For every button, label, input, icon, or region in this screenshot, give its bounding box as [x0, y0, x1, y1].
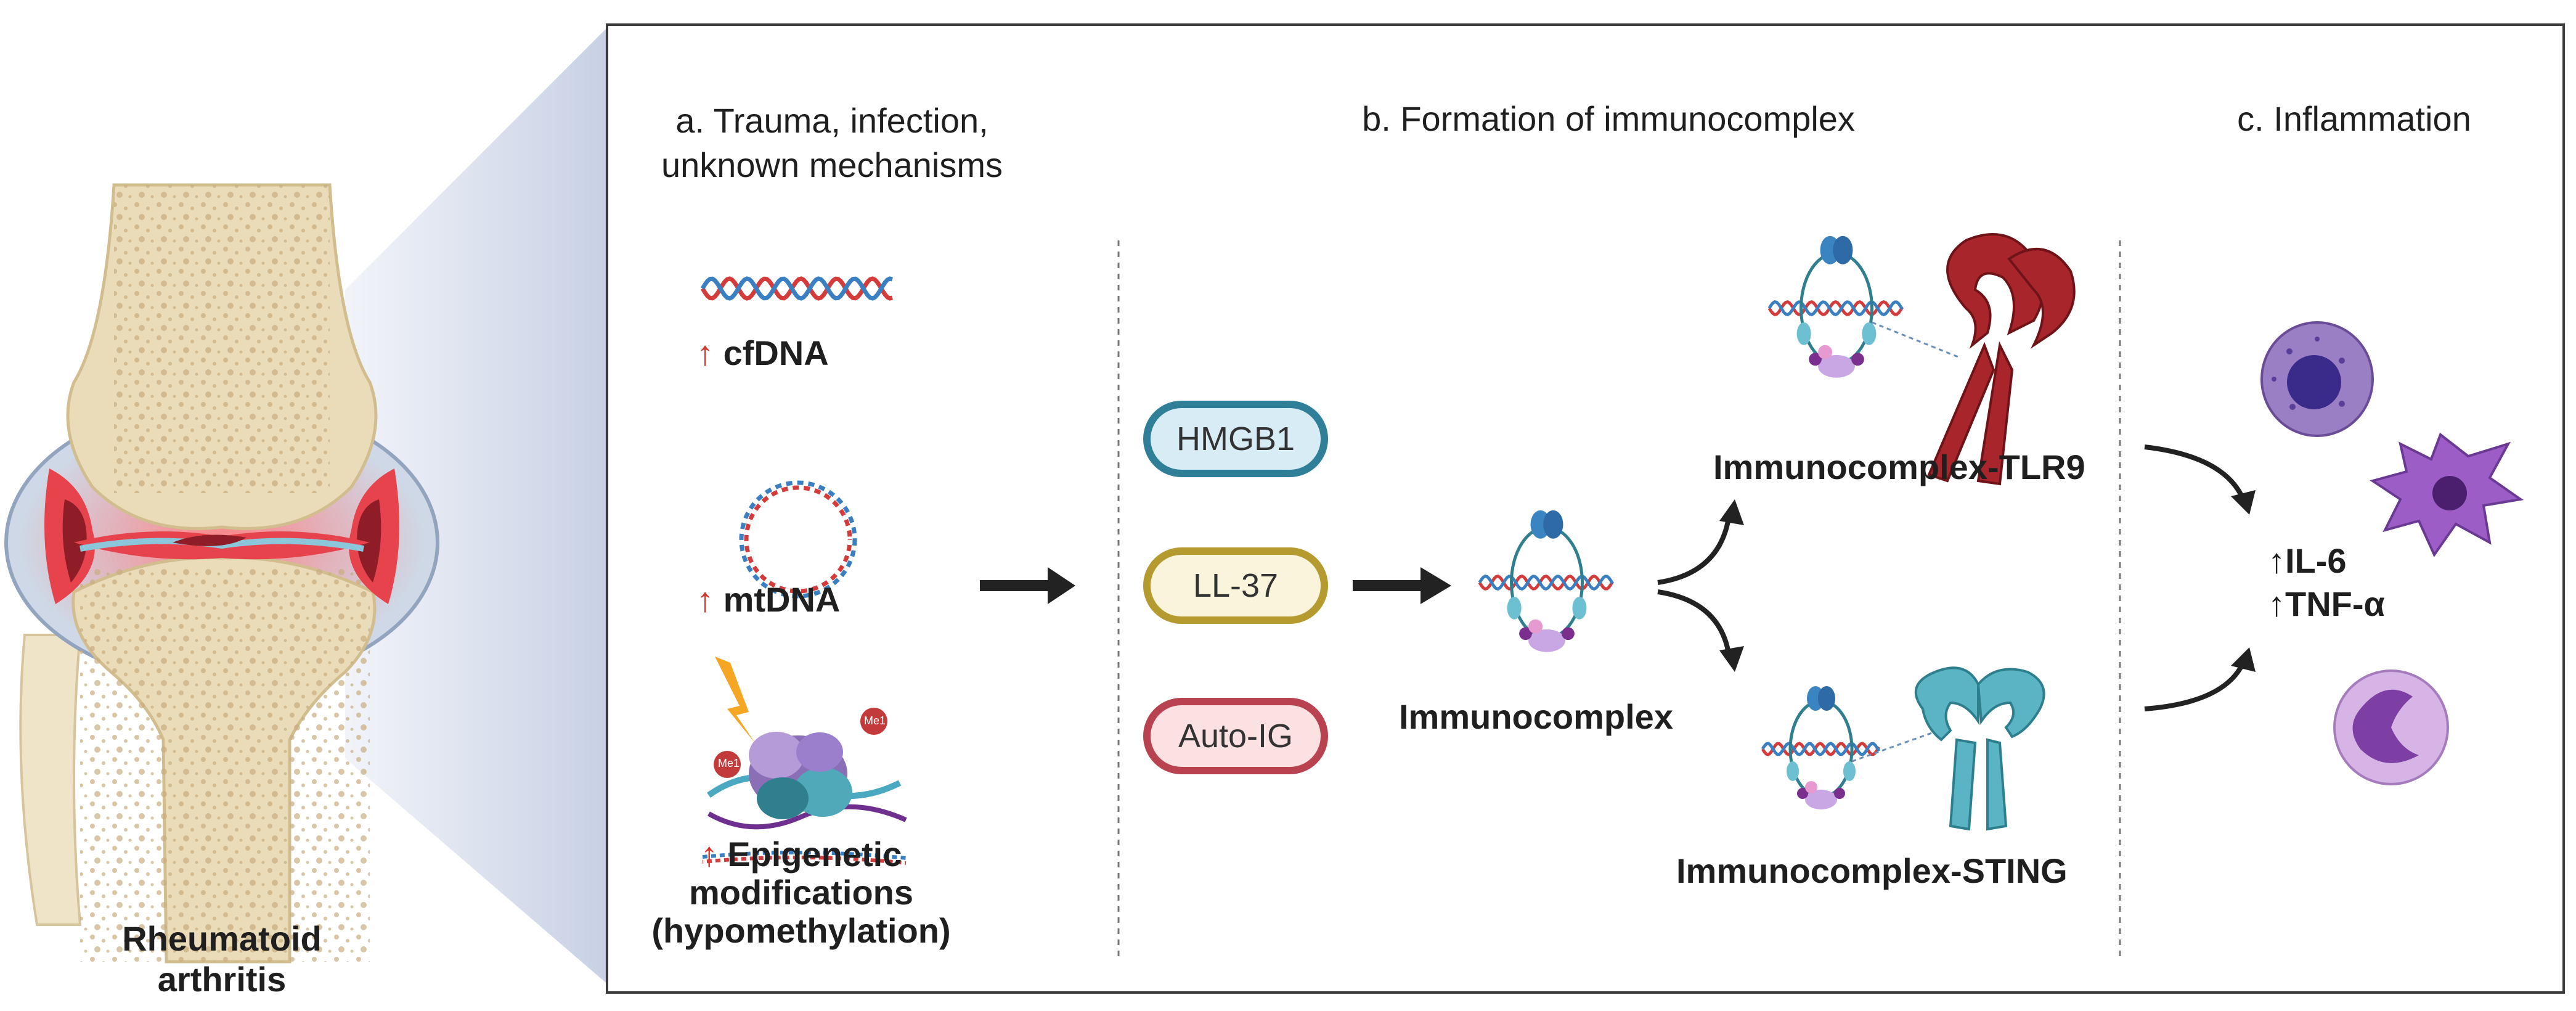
- immunocomplex-tlr9-dna-blue: [1767, 300, 1904, 316]
- arrow-to-sting-head: [1719, 646, 1744, 672]
- arrow-pills-to-complex: [1353, 567, 1451, 604]
- dendritic-cell: [2370, 432, 2524, 558]
- epigenetic-line1: Epigenetic: [727, 835, 902, 874]
- immunocomplex-tlr9-dna-red: [1767, 300, 1904, 316]
- mtdna-text: mtDNA: [723, 580, 841, 619]
- zoom-fan: [345, 25, 610, 986]
- immunocomplex-tlr9-fc-pink: [1818, 345, 1833, 359]
- section-c-header: c. Inflammation: [2237, 99, 2471, 138]
- epigenetic-up-arrow: ↑: [700, 835, 718, 874]
- immunocomplex-tlr9-fc-dot-right: [1851, 353, 1864, 366]
- section-a-header-line1: a. Trauma, infection,: [675, 101, 988, 140]
- cytokine-tnfa: ↑TNF-α: [2268, 584, 2385, 623]
- methyl-tag-2: Me1: [864, 714, 886, 727]
- arrow-to-tlr9-head: [1719, 499, 1744, 525]
- immunocomplex-center-fab-right: [1543, 510, 1563, 539]
- epigenetic-line2: modifications: [688, 873, 914, 912]
- main-panel-border: [606, 23, 2565, 994]
- lymphocyte-cell: [2260, 321, 2374, 437]
- arrow-a-to-b: [980, 567, 1075, 604]
- immunocomplex-center-fc-base: [1528, 629, 1565, 652]
- epigenetic-line3: (hypomethylation): [651, 911, 951, 950]
- neutrophil-cell: [2333, 669, 2449, 785]
- cytokines: ↑IL-6 ↑TNF-α: [2268, 539, 2385, 626]
- sting-receptor: [1914, 666, 2045, 831]
- immunocomplex-center-fc-pink: [1528, 619, 1543, 634]
- cytokine-il6: ↑IL-6: [2268, 541, 2347, 580]
- immunocomplex-sting-fab-right: [1818, 686, 1835, 711]
- section-a-header-line2: unknown mechanisms: [661, 145, 1003, 184]
- mtdna-circle: [739, 480, 857, 599]
- methyl-tag-1: Me1: [718, 757, 740, 769]
- epigenetic-label: ↑ Epigenetic modifications (hypomethylat…: [647, 835, 955, 950]
- nucleosome-illustration: [702, 657, 907, 865]
- immunocomplex-center-dna-blue: [1478, 575, 1614, 591]
- section-a-header: a. Trauma, infection, unknown mechanisms: [622, 99, 1041, 187]
- immunocomplex-sting-hinge-right: [1843, 761, 1856, 781]
- tlr9-receptor: [1927, 233, 2076, 486]
- immunocomplex-tlr9-fab-right: [1833, 235, 1853, 264]
- immunocomplex-center-hinge-right: [1572, 597, 1587, 620]
- cfdna-text: cfDNA: [723, 334, 829, 372]
- immunocomplex-sting-fc-pink: [1805, 781, 1817, 793]
- arrow-tlr9-to-cells: [2144, 444, 2246, 501]
- tlr9-label: Immunocomplex-TLR9: [1713, 448, 2085, 486]
- arrow-to-tlr9: [1657, 517, 1731, 585]
- immunocomplex-tlr9-hinge-right: [1862, 322, 1877, 345]
- pill-auto-ig: Auto-IG: [1143, 698, 1328, 774]
- pill-ll37: LL-37: [1143, 547, 1328, 624]
- left-title-line2: arthritis: [157, 960, 287, 999]
- sting-label: Immunocomplex-STING: [1676, 851, 2068, 890]
- cfdna-strand: [700, 276, 893, 301]
- cfdna-label: ↑ cfDNA: [696, 333, 829, 373]
- immunocomplex-center-fc-dot-left: [1519, 627, 1532, 641]
- arrow-sting-to-cells-head: [2231, 647, 2256, 672]
- immunocomplex-tlr9-fc-base: [1818, 354, 1855, 378]
- left-title-line1: Rheumatoid: [122, 919, 322, 958]
- arrow-sting-to-cells: [2144, 661, 2246, 711]
- knee-joint-illustration: [4, 183, 439, 964]
- arrow-to-sting: [1657, 589, 1731, 654]
- immunocomplex-sting-dna-red: [1761, 742, 1881, 756]
- immunocomplex-sting-fc-dot-left: [1797, 788, 1808, 799]
- immunocomplex-center-hinge-left: [1507, 597, 1522, 620]
- immunocomplex-label: Immunocomplex: [1399, 697, 1673, 736]
- immunocomplex-sting-link: [1851, 726, 1948, 763]
- immunocomplex-illustrations: [1478, 235, 1960, 809]
- section-b-header: b. Formation of immunocomplex: [1362, 99, 1855, 138]
- immunocomplex-center-dna-red: [1478, 575, 1614, 591]
- left-title: Rheumatoid arthritis: [0, 919, 444, 1000]
- immunocomplex-sting-hinge-left: [1787, 761, 1799, 781]
- cfdna-up-arrow: ↑: [696, 334, 714, 372]
- immunocomplex-sting-dna-blue: [1761, 742, 1881, 756]
- immunocomplex-tlr9-fc-dot-left: [1809, 353, 1822, 366]
- immunocomplex-tlr9-hinge-left: [1796, 322, 1811, 345]
- mtdna-label: ↑ mtDNA: [696, 579, 840, 620]
- arrow-tlr9-to-cells-head: [2231, 490, 2256, 515]
- mtdna-up-arrow: ↑: [696, 580, 714, 619]
- immunocomplex-sting-fc-dot-right: [1834, 788, 1845, 799]
- immunocomplex-center-fc-dot-right: [1562, 627, 1575, 641]
- pill-hmgb1: HMGB1: [1143, 401, 1328, 477]
- immunocomplex-sting-fc-base: [1805, 790, 1837, 809]
